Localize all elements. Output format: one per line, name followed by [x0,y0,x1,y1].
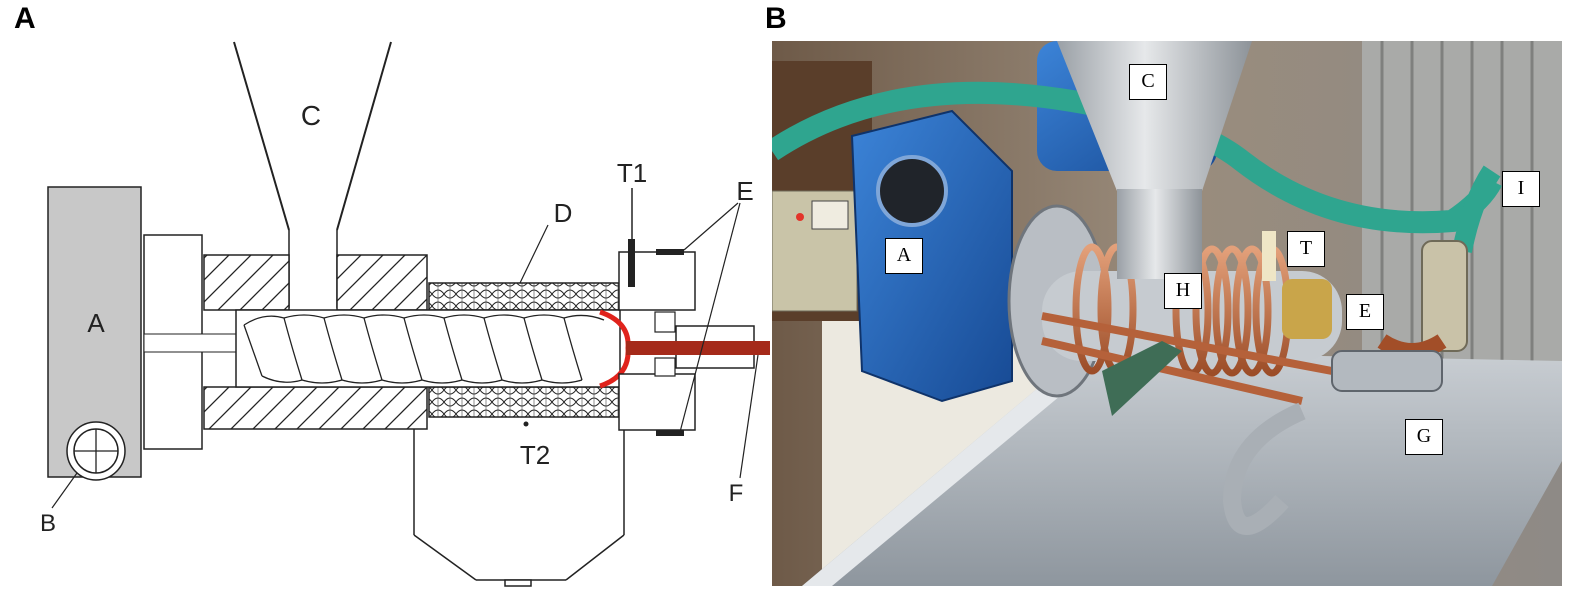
photo-label-thermocouple: T [1287,231,1325,267]
blue-gearbox [850,109,1013,403]
filament [626,341,770,355]
photo-label-nozzle: G [1405,419,1443,455]
heating-coil-top [428,282,620,311]
thermocouple-1 [628,239,635,287]
clamp-top [656,249,684,255]
flex-hose [1222,402,1306,535]
panel-b-label: B [765,2,787,35]
heating-coil-label: D [554,198,573,228]
photo-illustration [772,41,1562,586]
thermocouple-2-point [523,421,529,427]
clamps-label: E [736,176,753,206]
tray-rim [802,351,1102,586]
hopper-label: C [301,100,321,131]
photo-label-valve-hose: I [1502,171,1540,207]
extruder-schematic: A B C D [40,41,770,587]
filament-leader [739,354,759,479]
bolt-leader [51,472,78,509]
gauge [811,200,849,230]
green-hose-right [1452,165,1501,253]
nozzle-collar-top [654,311,676,333]
copper-coil [1072,243,1292,377]
thermocouple-1-label: T1 [617,158,647,188]
clamp-leader-bottom [679,202,741,433]
photo-label-cooling-coil: H [1164,273,1202,309]
clamp-bottom [656,430,684,436]
bolt [66,421,126,481]
hopper-neck [1117,189,1202,279]
clamp-leader-top [683,202,739,251]
indicator-light [796,213,804,221]
thermocouple-probe [1262,231,1276,281]
copper-pipes [1041,312,1333,405]
screw-barrel [235,309,621,388]
barrel-housing-top-left [203,254,290,311]
green-clamp-arm [1102,341,1182,416]
coil-leader [519,224,549,284]
brass-clamp [1282,279,1332,339]
photo-label-motor: A [885,238,923,274]
thermocouple-2-label: T2 [520,440,550,470]
photo-label-hopper: C [1129,64,1167,100]
brass-valve [1421,240,1468,352]
steel-hopper [1057,41,1252,191]
heating-coil-bottom [428,386,620,418]
photo-label-clamp: E [1346,294,1384,330]
filament-label: F [729,480,744,507]
collection-funnel [413,429,625,587]
barrel-housing-top-right [336,254,428,311]
shaft [143,333,240,353]
panel-a-label: A [14,2,36,35]
nozzle-body-bottom [618,373,696,431]
steel-tray [802,351,1562,586]
motor-label: A [87,308,105,338]
screw-flights [243,314,605,384]
steel-nozzle [1331,350,1443,392]
extruder-photograph: A C T I H E G [772,41,1562,586]
barrel-housing-bottom [203,386,428,430]
nozzle-collar-bottom [654,357,676,377]
gearbox-port [876,155,948,227]
bolt-label: B [40,510,56,537]
